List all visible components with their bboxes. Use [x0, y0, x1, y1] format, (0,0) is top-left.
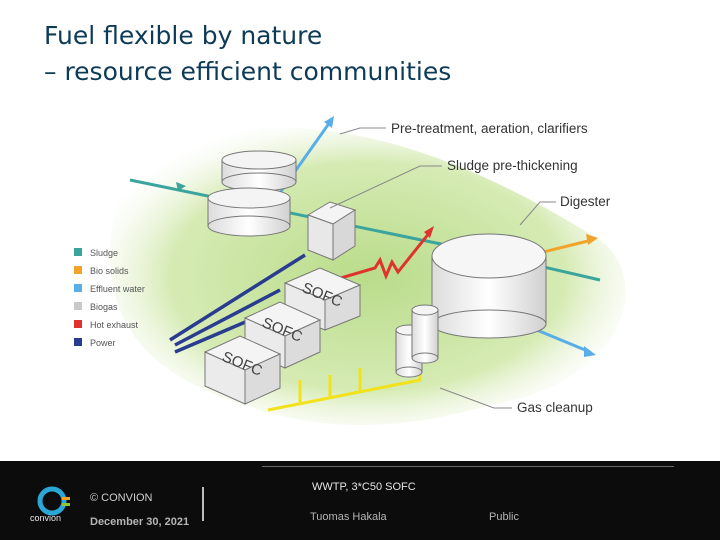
legend-label-biosolids: Bio solids — [90, 266, 129, 276]
sofc-module-3: SOFC — [203, 335, 282, 405]
title-line-2: – resource efficient communities — [44, 57, 452, 86]
leader-gas-cleanup — [439, 387, 512, 409]
legend-label-biogas: Biogas — [90, 302, 118, 312]
callout-pretreatment: Pre-treatment, aeration, clarifiers — [391, 121, 588, 136]
legend-swatch-biogas — [74, 302, 82, 310]
leader-digester — [519, 201, 556, 226]
legend: Sludge Bio solids Effluent water Biogas … — [74, 248, 145, 348]
legend-label-power: Power — [90, 338, 116, 348]
callout-sludge-thickening: Sludge pre-thickening — [447, 158, 578, 173]
biogas-line — [267, 360, 422, 412]
legend-swatch-sludge — [74, 248, 82, 256]
gas-cleanup-vessels — [395, 304, 439, 378]
legend-swatch-power — [74, 338, 82, 346]
sludge-arrow-head — [176, 182, 186, 191]
legend-swatch-exhaust — [74, 320, 82, 328]
effluent-out-arrow — [584, 346, 596, 357]
leader-pretreatment — [339, 127, 386, 135]
slide-title: Fuel flexible by nature – resource effic… — [44, 18, 664, 90]
footer-classification: Public — [489, 511, 519, 523]
footer-caption: WWTP, 3*C50 SOFC — [312, 481, 416, 493]
convion-logo-icon — [37, 486, 70, 516]
exhaust-flow-line — [299, 231, 432, 292]
clarifier-tank-bottom — [207, 187, 291, 237]
callout-gas-cleanup: Gas cleanup — [517, 400, 593, 415]
footer-date: December 30, 2021 — [90, 516, 190, 528]
callout-digester: Digester — [560, 194, 611, 209]
digester-tank — [431, 233, 547, 339]
footer-rule — [262, 466, 674, 467]
title-line-1: Fuel flexible by nature — [44, 21, 323, 50]
legend-swatch-effluent — [74, 284, 82, 292]
wwtp-diagram: Sludge Bio solids Effluent water Biogas … — [74, 116, 626, 425]
exhaust-arrow-head — [424, 226, 434, 238]
clarifier-tank-top — [221, 150, 297, 192]
effluent-arrow-head — [324, 116, 334, 128]
footer-bar: convion © CONVION December 30, 2021 WWTP… — [0, 461, 720, 540]
sludge-thickener-box — [306, 201, 357, 261]
footer-copyright: © CONVION — [90, 492, 153, 504]
legend-swatch-biosolids — [74, 266, 82, 274]
leader-sludge-thickening — [329, 165, 442, 209]
logo-wordmark: convion — [30, 513, 62, 523]
power-line — [169, 253, 306, 354]
sofc-module-1: SOFC — [283, 267, 362, 331]
biosolids-arrow-head — [586, 234, 598, 245]
legend-label-sludge: Sludge — [90, 248, 118, 258]
footer-author: Tuomas Hakala — [310, 511, 387, 523]
footer-separator — [202, 487, 204, 521]
legend-label-exhaust: Hot exhaust — [90, 320, 139, 330]
legend-label-effluent: Effluent water — [90, 284, 145, 294]
